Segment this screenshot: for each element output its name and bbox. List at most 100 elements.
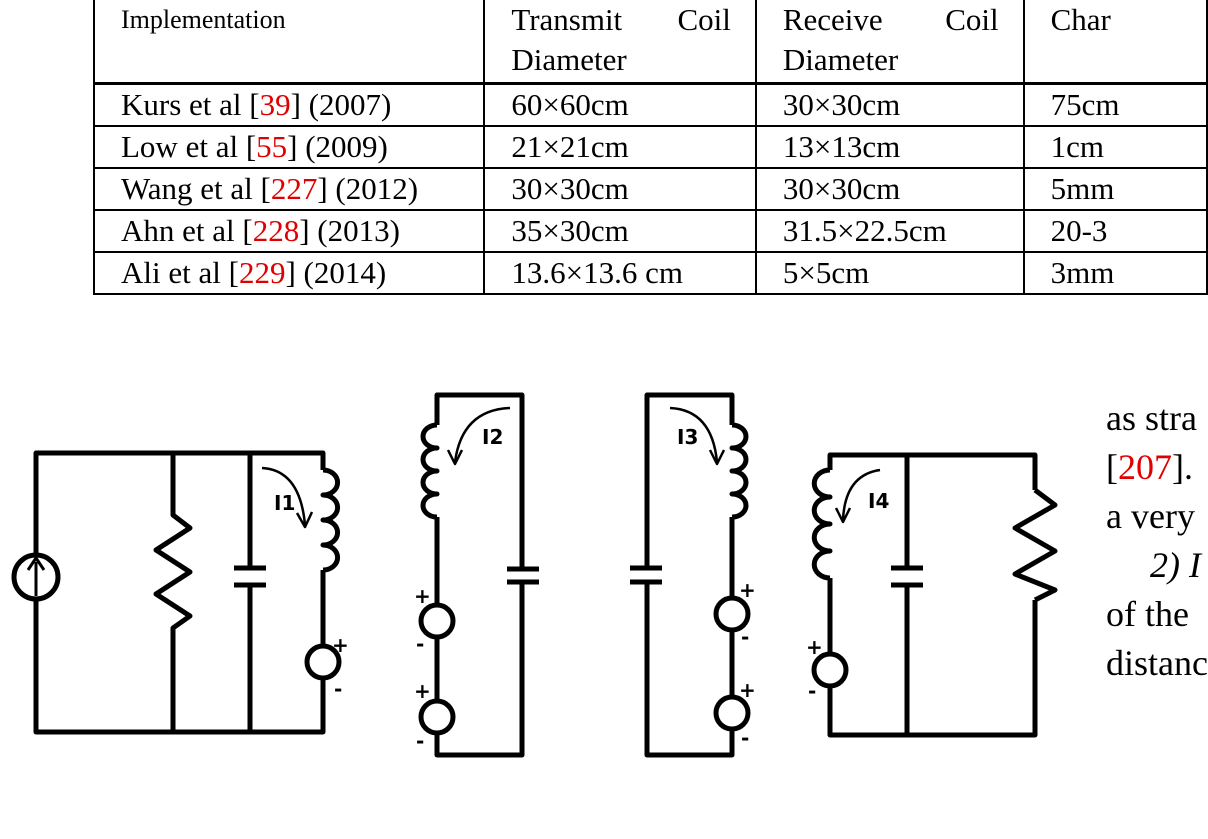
author: Wang et al [ (121, 171, 271, 206)
author: Ali et al [ (121, 255, 239, 290)
wire (644, 392, 735, 758)
citation-link[interactable]: 229 (238, 255, 286, 290)
cell-implementation: Kurs et al [39] (2007) (92, 82, 486, 127)
citation-link[interactable]: 207 (1118, 447, 1172, 487)
text-line: [207]. (1106, 443, 1208, 492)
minus-sign: - (808, 679, 816, 703)
current-arrow-icon (261, 466, 314, 529)
inductor-icon (811, 467, 833, 581)
citation-link[interactable]: 227 (270, 171, 318, 206)
cell-transmit: 30×30cm (483, 167, 757, 211)
wire (827, 452, 1038, 738)
cell-charging: 3mm (1022, 251, 1208, 295)
voltage-source-icon (713, 595, 751, 633)
voltage-source-icon (304, 643, 342, 681)
minus-sign: - (416, 729, 424, 753)
header-word: Coil (677, 2, 731, 37)
plus-sign: + (414, 679, 431, 703)
plus-sign: + (739, 578, 756, 602)
current-arrow-icon (834, 468, 881, 524)
header-charging: Char (1022, 0, 1208, 85)
header-word: Diameter (511, 42, 627, 77)
cell-implementation: Wang et al [227] (2012) (92, 167, 486, 211)
header-word: Transmit (511, 2, 623, 37)
inductor-icon (320, 467, 341, 573)
voltage-source-icon (713, 694, 751, 732)
inductor-icon (729, 422, 749, 520)
label-i2: I2 (482, 425, 503, 449)
plus-sign: + (332, 633, 349, 657)
citation-link[interactable]: 55 (256, 129, 288, 164)
cell-receive: 13×13cm (754, 125, 1025, 169)
year: ] (2014) (285, 255, 387, 290)
capacitor-icon (891, 455, 923, 735)
capacitor-icon (234, 453, 266, 732)
year: ] (2009) (287, 129, 388, 164)
header-word: Diameter (782, 42, 899, 77)
header-word: Coil (945, 2, 999, 37)
citation-link[interactable]: 39 (259, 87, 291, 122)
header-implementation: Implementation (92, 0, 486, 85)
subsection-heading: 2) I (1150, 545, 1201, 585)
cell-receive: 30×30cm (754, 82, 1025, 127)
cell-receive: 30×30cm (754, 167, 1025, 211)
cell-transmit: 60×60cm (483, 82, 757, 127)
cell-transmit: 13.6×13.6 cm (483, 251, 757, 295)
voltage-source-icon (418, 602, 456, 640)
minus-sign: - (741, 726, 749, 750)
cell-implementation: Ali et al [229] (2014) (92, 251, 486, 295)
text-line: as stra (1106, 398, 1197, 438)
cell-transmit: 35×30cm (483, 209, 757, 253)
inductor-icon (420, 422, 440, 520)
cell-receive: 5×5cm (754, 251, 1025, 295)
current-arrow-icon (669, 406, 726, 466)
cell-charging: 1cm (1022, 125, 1208, 169)
cell-implementation: Low et al [55] (2009) (92, 125, 486, 169)
circuit-1 (11, 450, 342, 735)
cell-receive: 31.5×22.5cm (754, 209, 1025, 253)
plus-sign: + (414, 584, 431, 608)
text-line: of the (1106, 594, 1189, 634)
author: Ahn et al [ (121, 213, 253, 248)
resistor-icon (1012, 488, 1058, 603)
text-line: a very (1106, 496, 1195, 536)
minus-sign: - (741, 625, 749, 649)
capacitor-icon (507, 566, 539, 585)
current-arrow-icon (446, 406, 511, 466)
label-i4: I4 (868, 489, 889, 513)
voltage-source-icon (418, 698, 456, 736)
circuit-2 (418, 392, 539, 758)
arrow-up-icon (26, 556, 46, 596)
bracket: [ (1106, 447, 1118, 487)
header-word: Receive (782, 2, 883, 37)
cell-charging: 75cm (1022, 82, 1208, 127)
circuit-4 (811, 452, 1058, 738)
bracket: ]. (1172, 447, 1193, 487)
author: Low et al [ (121, 129, 257, 164)
cell-charging: 5mm (1022, 167, 1208, 211)
year: ] (2012) (317, 171, 419, 206)
plus-sign: + (739, 678, 756, 702)
resistor-icon (153, 453, 193, 732)
cell-charging: 20-3 (1022, 209, 1208, 253)
author: Kurs et al [ (121, 87, 260, 122)
body-text: as stra [207]. a very 2) I of the distan… (1106, 394, 1208, 688)
voltage-source-icon (811, 651, 849, 689)
wire (33, 450, 326, 735)
label-i3: I3 (677, 425, 698, 449)
capacitor-icon (630, 565, 662, 585)
minus-sign: - (334, 677, 342, 701)
citation-link[interactable]: 228 (252, 213, 300, 248)
plus-sign: + (806, 635, 823, 659)
